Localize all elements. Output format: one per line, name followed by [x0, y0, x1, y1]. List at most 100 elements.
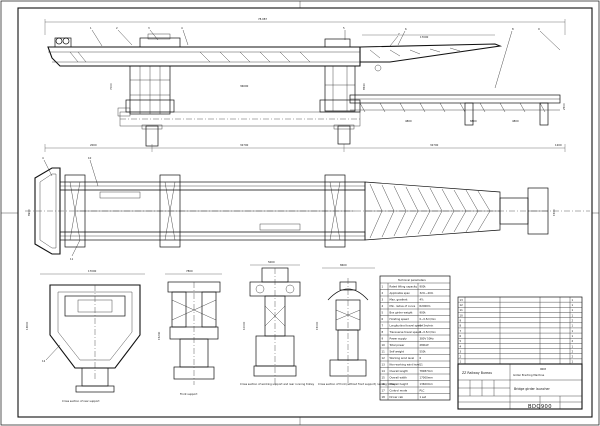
section-rear-support: 17000 13600 12 Cross section of rear sup… [25, 269, 145, 403]
spec-row-index: 16 [382, 382, 386, 386]
parts-cell: 2 [572, 355, 574, 359]
dim-span-b: 8800 [470, 119, 477, 123]
parts-cell: 10 [460, 313, 464, 317]
parts-cell: 1 [572, 329, 574, 333]
plan-view: 4 10 11 [25, 156, 590, 261]
spec-row-index: 1 [382, 285, 384, 289]
spec-row-label: Longitudinal travel speed [390, 324, 423, 328]
spec-row-index: 7 [382, 324, 384, 328]
spec-row-value: 550t [420, 350, 426, 354]
callout-12: 12 [42, 359, 46, 363]
parts-cell: 1 [572, 334, 574, 338]
spec-row-index: 17 [382, 389, 386, 393]
parts-cell: 4 [460, 344, 462, 348]
dim-work-width: 5000 [268, 260, 275, 264]
spec-row-index: 15 [382, 376, 386, 380]
spec-row-label: Working wind level [390, 356, 415, 360]
callout-3: 3 [148, 26, 150, 30]
caption-work: Cross section of working support and rea… [240, 382, 315, 386]
parts-cell: 2 [460, 355, 462, 359]
spec-row-index: 9 [382, 337, 384, 341]
callout-8: 8 [512, 27, 514, 31]
dim-rear-height: 13600 [25, 321, 29, 330]
spec-row-index: 13 [382, 363, 386, 367]
callout-7: 7 [398, 32, 400, 36]
tb-drawing-title: Bridge girder launcher [514, 387, 550, 391]
parts-cell: 2 [572, 318, 574, 322]
parts-cell: 9 [460, 318, 462, 322]
dim-span-c: 4800 [512, 119, 519, 123]
callout-9: 9 [538, 27, 540, 31]
title-block: ZZ Railway Bureau 900t Girder Erecting M… [457, 363, 583, 410]
spec-row-value: 32m~40m [420, 291, 434, 295]
callouts-top: 1 2 3 4 5 6 7 8 9 [90, 26, 561, 89]
spec-row-index: 3 [382, 298, 384, 302]
spec-row-index: 2 [382, 291, 384, 295]
section-front-trolley: 8600 15000 Cross section of front (witho… [315, 263, 396, 386]
parts-cell: 6 [460, 334, 462, 338]
spec-row-value: R2000m [420, 304, 431, 308]
caption-rear: Cross section of rear support [62, 399, 99, 403]
spec-row-label: Overall height [390, 382, 408, 386]
callout-5: 5 [343, 26, 345, 30]
dim-h3: 2500 [562, 103, 566, 110]
spec-row-value: 1 set [420, 395, 426, 399]
dim-mid: 36000 [240, 84, 249, 88]
tb-line3: Girder Erecting Machine [513, 373, 545, 377]
parts-cell: 13 [460, 298, 464, 302]
parts-cell: 1 [572, 303, 574, 307]
dim-span-a: 4800 [405, 119, 412, 123]
spec-row-label: Overall width [390, 376, 408, 380]
spec-row-label: Control mode [390, 389, 408, 393]
caption-front: Front support [180, 392, 197, 396]
spec-row-label: Self weight [390, 350, 404, 354]
spec-row-value: 78087mm [420, 369, 434, 373]
spec-row-value: 900t [420, 285, 426, 289]
spec-row-label: Hoisting speed [390, 317, 410, 321]
spec-row-label: Rated lifting capacity [390, 285, 418, 289]
dim-right: 1200 [555, 143, 562, 147]
dim-bottom-left: 32700 [240, 143, 249, 147]
dim-plan-width: 8900 [27, 209, 31, 216]
parts-cell: 1 [572, 313, 574, 317]
callout-6: 6 [405, 27, 407, 31]
spec-row-label: Driver cab [390, 395, 404, 399]
dim-rear-width: 17000 [88, 269, 97, 273]
callout-2: 2 [116, 26, 118, 30]
parts-cell: 1 [572, 298, 574, 302]
spec-row-index: 14 [382, 369, 386, 373]
front-lifting-frame [319, 64, 382, 113]
tb-drawing-no: BDQ900 [528, 404, 552, 410]
spec-row-value: 0~0.5m/min [420, 317, 437, 321]
spec-row-value: 11 [420, 363, 424, 367]
dim-trolley-height: 15000 [315, 321, 319, 330]
spec-row-index: 12 [382, 356, 386, 360]
dim-trolley-width: 8600 [340, 263, 347, 267]
spec-row-label: Max. gradient [390, 298, 408, 302]
parts-cell: 7 [460, 329, 462, 333]
parts-cell: 5 [460, 339, 462, 343]
spec-row-label: Overall length [390, 369, 409, 373]
tb-line2: 900t [540, 367, 546, 371]
dim-left: 2000 [90, 143, 97, 147]
parts-cell: 3 [460, 349, 462, 353]
spec-row-value: 6 [420, 356, 422, 360]
spec-row-value: 380V 50Hz [420, 337, 435, 341]
parts-cell: 1 [572, 360, 574, 364]
dim-h1: 7000 [109, 83, 113, 90]
parts-cell: 2 [572, 339, 574, 343]
spec-row-index: 18 [382, 395, 386, 399]
spec-row-index: 10 [382, 343, 386, 347]
spec-row-index: 11 [382, 350, 386, 354]
spec-row-label: Min. radius of curve [390, 304, 416, 308]
spec-row-value: PLC [420, 389, 425, 393]
spec-row-value: 900t [420, 311, 426, 315]
spec-row-label: Non-working wind level [390, 363, 421, 367]
spec-row-index: 8 [382, 330, 384, 334]
parts-cell: 12 [460, 303, 464, 307]
section-front-support: 7800 15240 Front support [157, 269, 222, 396]
section-working-support: 5000 10000 Cross section of working supp… [240, 260, 315, 386]
